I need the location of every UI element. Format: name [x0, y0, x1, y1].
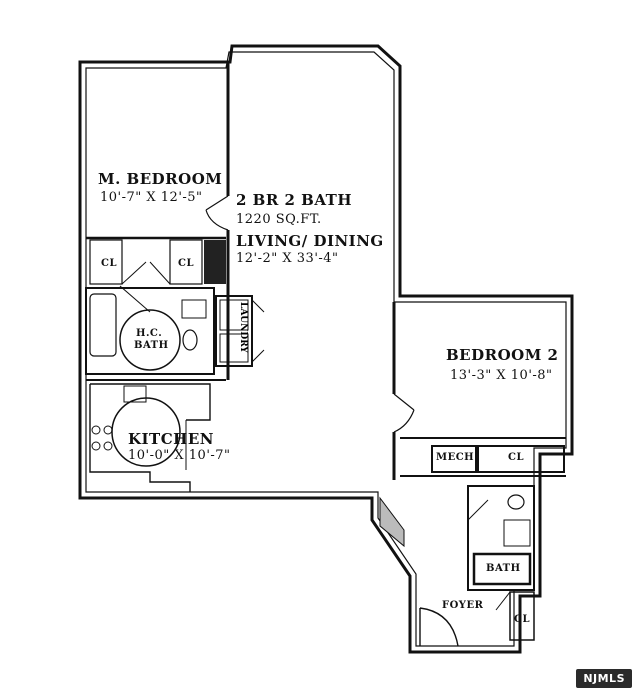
door-bedroom2 [393, 393, 415, 433]
shower [472, 552, 532, 586]
kitchen-dims: 10'-0" X 10'-7" [128, 448, 231, 463]
entry-door [419, 607, 459, 647]
hc-bath-label-1: H.C. [136, 328, 163, 339]
kitchen-counters [89, 383, 211, 492]
unit-area: 1220 SQ.FT. [236, 212, 322, 227]
laundry-label: LAUNDRY [238, 302, 248, 353]
laundry-closet [215, 295, 253, 367]
bath-2 [467, 485, 535, 591]
closet-left-label: CL [101, 258, 117, 269]
hc-bath [85, 287, 215, 375]
bedroom2-dims: 13'-3" X 10'-8" [450, 368, 553, 383]
closet-bedroom2-label: CL [508, 452, 524, 463]
living-dining-name: LIVING/ DINING [236, 232, 384, 250]
toilet-hc [182, 329, 198, 351]
bathtub [89, 293, 117, 357]
unit-type: 2 BR 2 BATH [236, 191, 353, 209]
kitchen-sink [123, 385, 147, 403]
hc-turning-circle [119, 309, 181, 371]
hc-bath-label-2: BATH [134, 340, 169, 351]
closet-right-label: CL [178, 258, 194, 269]
closet-right [169, 239, 203, 285]
foyer-label: FOYER [442, 600, 484, 611]
kitchen-name: KITCHEN [128, 430, 214, 448]
bedroom2-name: BEDROOM 2 [446, 346, 559, 364]
watermark-logo: NJMLS [576, 669, 632, 688]
mech-closet [431, 445, 477, 473]
exterior-wall-outer [78, 44, 574, 654]
door-master-bedroom [205, 195, 229, 231]
toilet-bath2 [507, 494, 525, 510]
closet-foyer [509, 591, 535, 641]
master-bedroom-name: M. BEDROOM [98, 170, 223, 188]
mech-label: MECH [436, 452, 475, 463]
living-dining-dims: 12'-2" X 33'-4" [236, 251, 339, 266]
bath2-label: BATH [486, 563, 521, 574]
closet-bedroom2 [477, 445, 565, 473]
closet-left [89, 239, 123, 285]
closet-foyer-label: CL [514, 614, 530, 625]
master-bedroom-dims: 10'-7" X 12'-5" [100, 190, 203, 205]
